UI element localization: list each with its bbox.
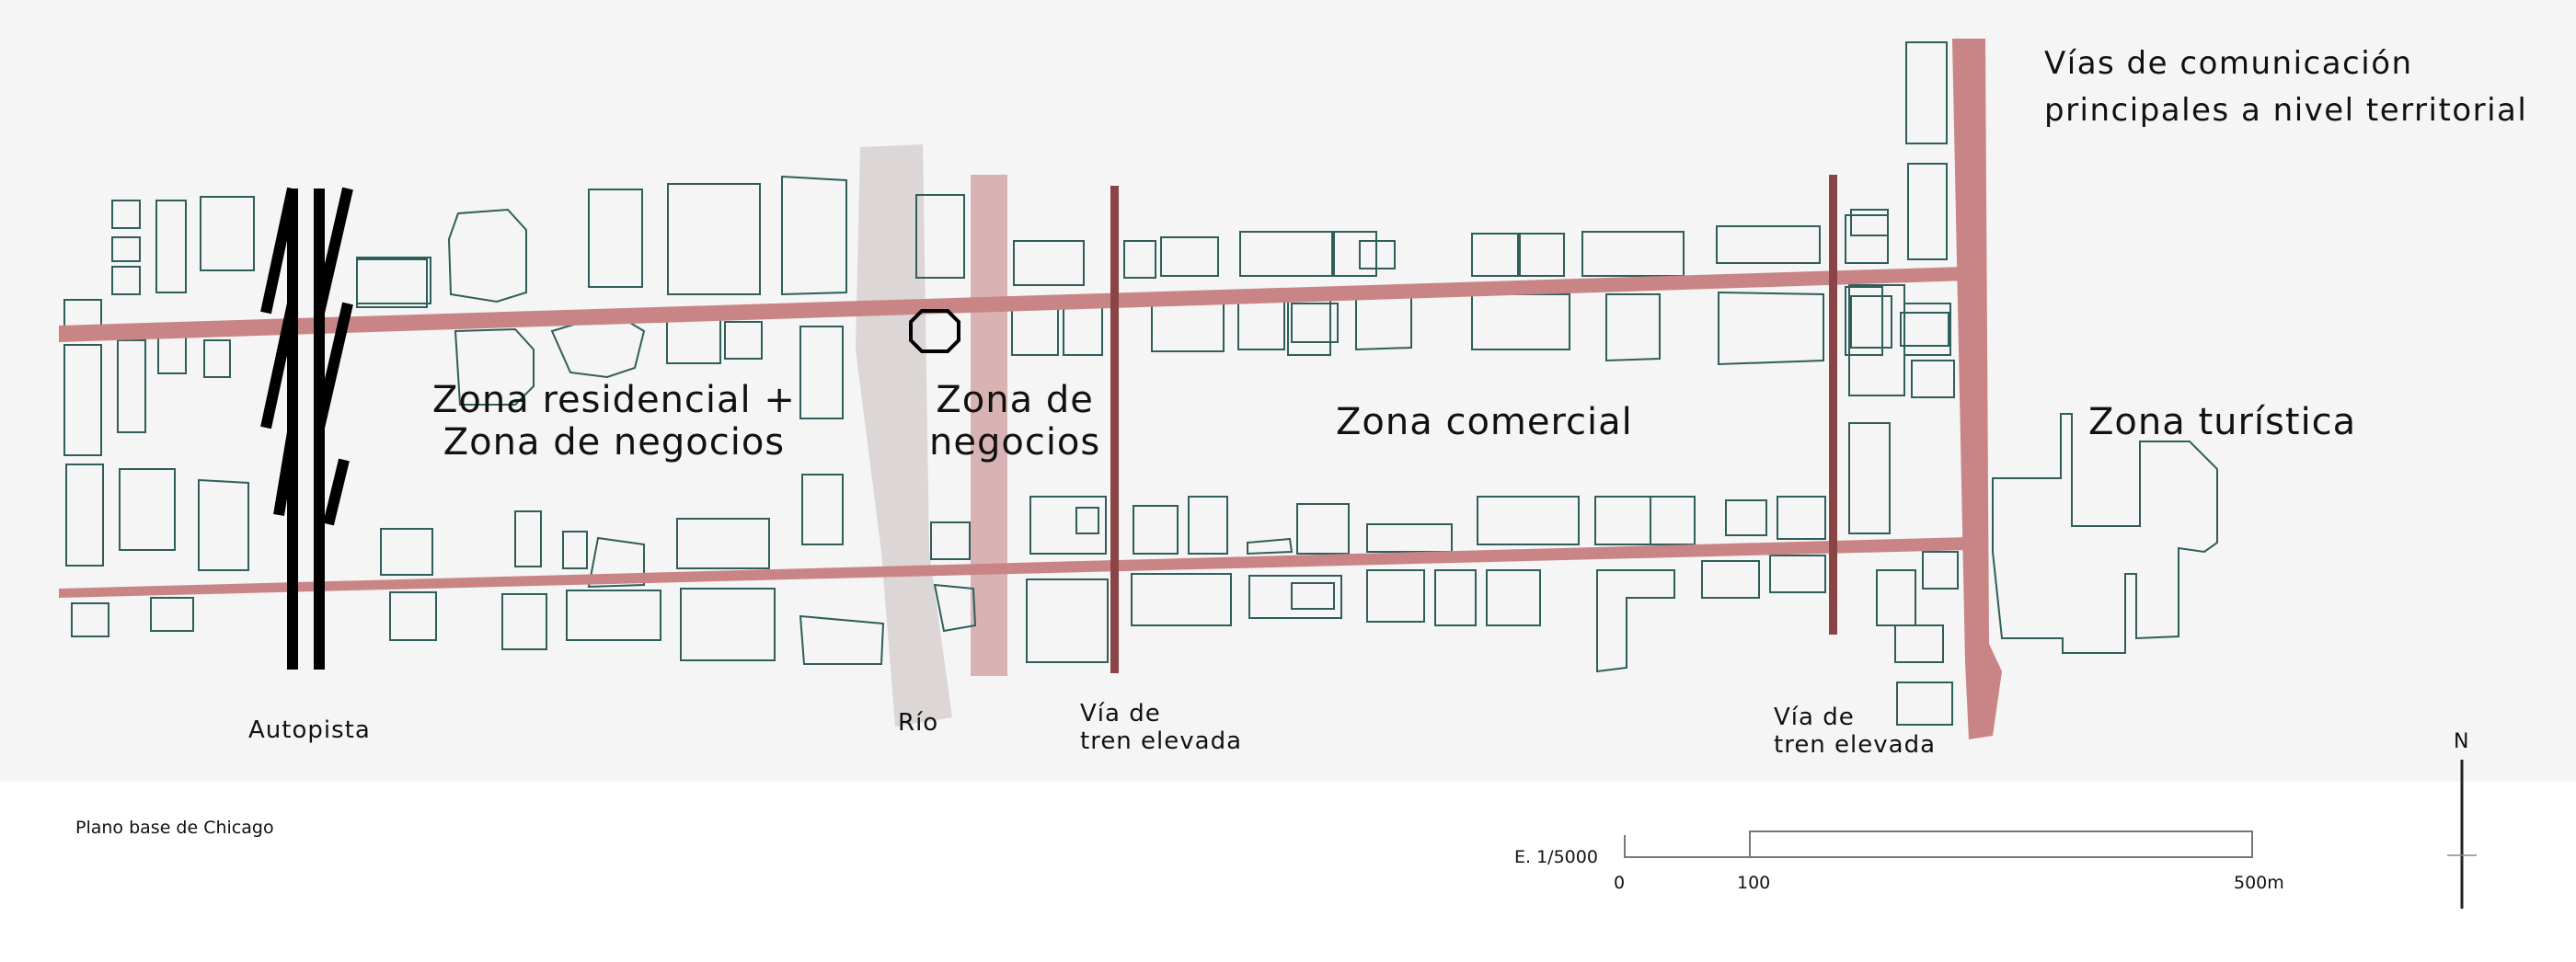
octagon-block xyxy=(909,309,960,353)
elevated-rail-left xyxy=(1110,186,1119,673)
map-caption: Plano base de Chicago xyxy=(75,818,274,838)
highway-lines xyxy=(260,187,353,670)
elevated-rail-right xyxy=(1829,175,1837,635)
rail-left-label: Vía de tren elevada xyxy=(1080,700,1243,755)
building-footprints xyxy=(63,41,2218,726)
zone-tourist-label: Zona turística xyxy=(2088,401,2357,443)
map-title-line1: Vías de comunicación xyxy=(2044,45,2413,82)
upper-avenue xyxy=(59,267,1969,342)
river-band xyxy=(856,144,952,727)
scale-bar xyxy=(1624,830,2253,858)
north-arrow xyxy=(2447,760,2477,909)
scale-tick-500: 500m xyxy=(2234,873,2284,893)
scale-tick-100: 100 xyxy=(1737,873,1771,893)
scale-label: E. 1/5000 xyxy=(1514,847,1598,867)
pink-strip xyxy=(971,175,1007,676)
scale-tick-0: 0 xyxy=(1614,873,1626,893)
paper-background xyxy=(0,0,2576,782)
zone-commercial-label: Zona comercial xyxy=(1336,401,1633,443)
map-title-line2: principales a nivel territorial xyxy=(2044,92,2528,129)
north-label: N xyxy=(2454,730,2469,753)
map-title: Vías de comunicación principales a nivel… xyxy=(2044,40,2527,134)
zone-residential-label: Zona residencial + Zona de negocios xyxy=(432,379,796,464)
zone-business-label: Zona de negocios xyxy=(929,379,1101,464)
highway-label: Autopista xyxy=(248,716,371,744)
river-label: Río xyxy=(898,709,939,737)
right-avenue xyxy=(1952,39,2002,739)
rail-right-label: Vía de tren elevada xyxy=(1774,704,1937,759)
lower-avenue xyxy=(59,537,1969,598)
